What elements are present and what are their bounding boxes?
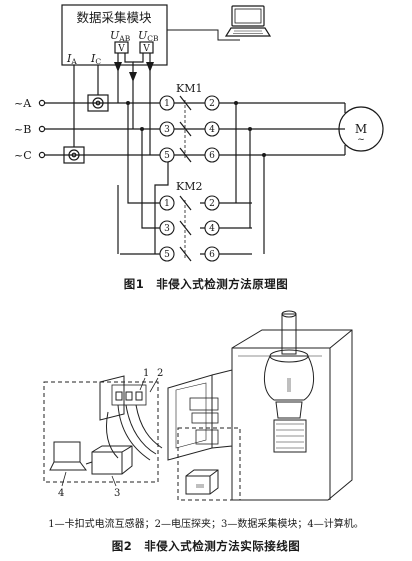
meter-symbol-ucb: V	[142, 44, 150, 54]
phase-c-label: ~C	[14, 149, 32, 162]
data-module-box	[61, 4, 168, 66]
phase-b-label: ~B	[14, 123, 31, 136]
callout-3: 3	[114, 488, 120, 499]
callout-2: 2	[157, 368, 163, 379]
terminal-label: 2	[209, 99, 215, 109]
figure1-caption: 图1 非侵入式检测方法原理图	[123, 277, 289, 291]
terminal-label: 3	[164, 224, 170, 234]
callout-1: 1	[143, 368, 149, 379]
terminal-label: 4	[209, 125, 215, 135]
label-ucb: UCB	[138, 29, 159, 43]
figure2-caption: 图2 非侵入式检测方法实际接线图	[111, 539, 301, 553]
module-label: 数据采集模块	[76, 10, 152, 25]
label-uab: UAB	[110, 29, 131, 43]
terminal-label: 4	[209, 224, 215, 234]
figure2-legend: 1—卡扣式电流互感器；2—电压探夹；3—数据采集模块；4—计算机。	[48, 519, 364, 530]
label-ic: IC	[90, 52, 101, 66]
voltage-meter-ucb	[139, 41, 154, 54]
motor-tilde: ~	[357, 135, 365, 145]
motor-label: M	[355, 122, 367, 136]
terminal-label: 1	[164, 199, 170, 209]
label-ia: IA	[66, 52, 77, 66]
terminal-label: 5	[164, 151, 170, 161]
terminal-label: 1	[164, 99, 170, 109]
wiring-illustration	[43, 310, 353, 501]
callout-4: 4	[58, 488, 64, 499]
laptop-icon	[224, 5, 272, 37]
terminal-label: 6	[209, 250, 215, 260]
contactor-km1-label: KM1	[176, 82, 202, 95]
meter-symbol-uab: V	[117, 44, 125, 54]
voltage-meter-uab	[114, 41, 129, 54]
terminal-label: 5	[164, 250, 170, 260]
terminal-label: 3	[164, 125, 170, 135]
terminal-label: 2	[209, 199, 215, 209]
motor-symbol	[338, 106, 384, 152]
contactor-km2-label: KM2	[176, 180, 202, 193]
terminal-label: 6	[209, 151, 215, 161]
phase-a-label: ~A	[14, 97, 32, 110]
